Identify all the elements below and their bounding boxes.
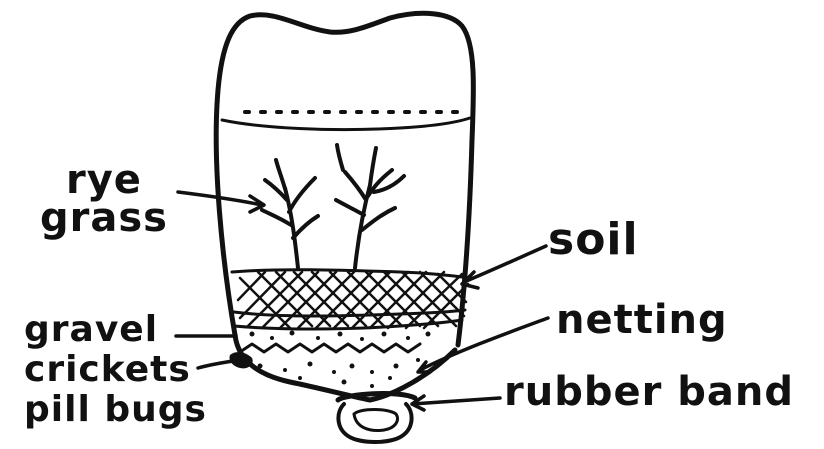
label-gravel: gravel: [24, 312, 158, 348]
grass-plant-left: [262, 160, 318, 268]
bottle-cap-inner: [354, 410, 398, 431]
gravel-layer: [229, 331, 430, 389]
label-netting: netting: [556, 300, 728, 340]
label-soil: soil: [548, 218, 639, 262]
rye-grass-plants: [262, 145, 404, 268]
label-rubber-band: rubber band: [504, 372, 794, 412]
soil-hatch-diag1: [238, 272, 468, 328]
label-crickets: crickets: [24, 352, 191, 388]
soil-layer: [232, 270, 470, 328]
label-rye: rye: [66, 160, 142, 200]
arrow-rubber-band: [412, 396, 500, 410]
grass-plant-right: [336, 145, 404, 268]
water-line: [222, 118, 470, 130]
bottle-body: [216, 13, 473, 345]
arrow-soil: [462, 246, 546, 288]
gravel-zigzag: [240, 344, 420, 352]
label-pill-bugs: pill bugs: [24, 392, 207, 428]
label-grass: grass: [40, 198, 168, 238]
